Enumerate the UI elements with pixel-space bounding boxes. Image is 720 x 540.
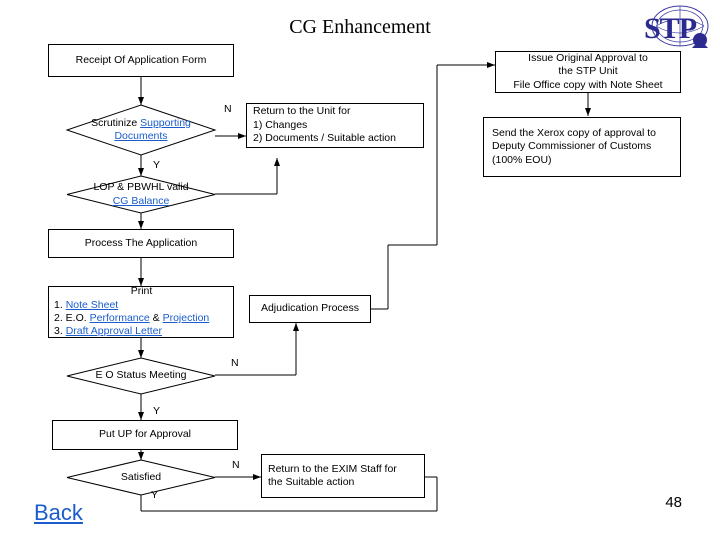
edge-label-eo-status-n: N [231, 357, 239, 369]
print-line3: 3. Draft Approval Letter [54, 325, 162, 338]
print-line2: 2. E.O. Performance & Projection [54, 312, 210, 324]
edge-label-scrutinize-y: Y [153, 159, 161, 171]
node-receipt-label: Receipt Of Application Form [75, 53, 207, 66]
return-unit-line3: 2) Documents / Suitable action [253, 132, 396, 145]
node-return-to-exim-staff[interactable]: Return to the EXIM Staff for the Suitabl… [261, 454, 425, 498]
node-adjudication-label: Adjudication Process [260, 302, 360, 315]
node-process-the-application[interactable]: Process The Application [48, 229, 234, 258]
send-xerox-line3: (100% EOU) [492, 153, 552, 166]
page-number: 48 [665, 494, 682, 511]
back-link[interactable]: Back [34, 500, 83, 525]
edge-label-satisfied-n: N [232, 459, 240, 471]
page-title: CG Enhancement [289, 16, 431, 38]
issue-approval-line2: the STP Unit [558, 65, 618, 78]
stp-logo-graphic [651, 5, 709, 48]
decision-scrutinize-supporting-documents[interactable]: Scrutinize Supporting Documents [65, 104, 217, 156]
issue-approval-line3: File Office copy with Note Sheet [513, 78, 663, 91]
edge-label-scrutinize-n: N [224, 103, 232, 115]
node-adjudication-process[interactable]: Adjudication Process [249, 295, 371, 323]
print-line0: Print [130, 285, 153, 298]
lop-line2: CG Balance [112, 194, 170, 207]
edge-label-satisfied-y: Y [151, 489, 159, 501]
satisfied-label: Satisfied [120, 470, 162, 483]
diamond-shape-lop [66, 175, 216, 214]
scrutinize-line1: Scrutinize Supporting [91, 116, 191, 129]
diamond-shape-satisfied [66, 459, 216, 496]
diamond-shape-eo-status [66, 357, 216, 395]
edge-label-eo-status-y: Y [153, 405, 161, 417]
return-unit-line1: Return to the Unit for [253, 105, 351, 118]
send-xerox-line2: Deputy Commissioner of Customs [492, 140, 652, 153]
stp-logo-text: STP [644, 12, 697, 45]
send-xerox-line1: Send the Xerox copy of approval to [492, 126, 657, 139]
node-send-xerox-copy[interactable]: Send the Xerox copy of approval to Deput… [483, 117, 681, 177]
return-exim-line1: Return to the EXIM Staff for [268, 462, 397, 475]
issue-approval-line1: Issue Original Approval to [528, 51, 648, 64]
node-issue-original-approval[interactable]: Issue Original Approval to the STP Unit … [495, 51, 681, 93]
lop-line1: LOP & PBWHL valid [93, 181, 189, 194]
stp-logo: STP [642, 4, 716, 52]
return-unit-line2: 1) Changes [253, 118, 308, 131]
node-process-label: Process The Application [84, 236, 198, 249]
node-put-up-for-approval[interactable]: Put UP for Approval [52, 420, 238, 450]
decision-lop-pbwhl-valid-cg-balance[interactable]: LOP & PBWHL valid CG Balance [66, 175, 216, 214]
node-put-up-label: Put UP for Approval [98, 428, 192, 441]
eo-status-label: E O Status Meeting [95, 369, 187, 382]
return-exim-line2: the Suitable action [268, 476, 355, 488]
node-print-documents[interactable]: Print 1. Note Sheet 2. E.O. Performance … [48, 285, 234, 338]
node-receipt-of-application-form[interactable]: Receipt Of Application Form [48, 44, 234, 77]
decision-eo-status-meeting[interactable]: E O Status Meeting [66, 357, 216, 395]
diamond-shape-scrutinize [65, 104, 217, 156]
scrutinize-line2: Documents [114, 130, 168, 142]
decision-satisfied[interactable]: Satisfied [66, 459, 216, 496]
node-return-to-unit[interactable]: Return to the Unit for 1) Changes 2) Doc… [246, 103, 424, 148]
print-line1: 1. Note Sheet [54, 298, 119, 311]
